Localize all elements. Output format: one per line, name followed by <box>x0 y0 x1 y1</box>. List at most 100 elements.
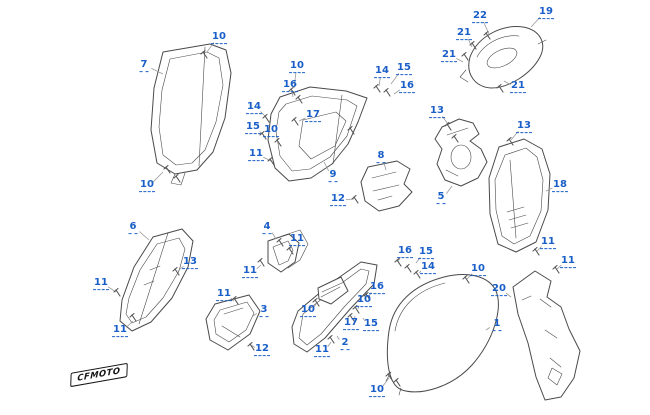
part-callout-11[interactable]: 11 <box>216 288 232 301</box>
leader-line <box>510 130 519 141</box>
fastener-screw-icon <box>444 121 452 131</box>
fastener-screw-icon <box>404 263 412 273</box>
part-callout-11[interactable]: 11 <box>93 277 109 290</box>
part-callout-13[interactable]: 13 <box>516 120 532 133</box>
part-callout-12[interactable]: 12 <box>254 343 270 356</box>
part-callout-11[interactable]: 11 <box>112 324 128 337</box>
part-callout-18[interactable]: 18 <box>552 179 568 192</box>
fastener-screw-icon <box>295 94 303 104</box>
part-callout-10[interactable]: 10 <box>356 294 372 307</box>
part-callout-16[interactable]: 16 <box>282 79 298 92</box>
part-callout-13[interactable]: 13 <box>182 256 198 269</box>
fastener-screw-icon <box>291 116 299 126</box>
part-callout-15[interactable]: 15 <box>245 121 261 134</box>
part-5-drawing <box>434 118 488 187</box>
part-callout-11[interactable]: 11 <box>540 236 556 249</box>
fastener-screw-icon <box>276 237 284 247</box>
part-callout-6[interactable]: 6 <box>128 221 138 234</box>
part-callout-17[interactable]: 17 <box>305 109 321 122</box>
fastener-screw-icon <box>451 133 459 143</box>
fastener-screw-icon <box>200 49 208 59</box>
fastener-screw-icon <box>496 83 504 93</box>
part-callout-3[interactable]: 3 <box>259 304 269 317</box>
leader-line <box>362 317 366 322</box>
part-callout-21[interactable]: 21 <box>510 80 526 93</box>
fastener-screw-icon <box>461 51 469 61</box>
leader-line <box>456 58 464 63</box>
part-callout-10[interactable]: 10 <box>139 179 155 192</box>
leader-line <box>291 91 294 98</box>
part-callout-8[interactable]: 8 <box>376 150 386 163</box>
leader-line <box>446 185 453 194</box>
leader-line <box>336 335 340 340</box>
leader-line <box>382 377 390 387</box>
fastener-screw-icon <box>552 264 560 274</box>
part-callout-10[interactable]: 10 <box>211 31 227 44</box>
part-callout-14[interactable]: 14 <box>420 261 436 274</box>
part-callout-17[interactable]: 17 <box>343 317 359 330</box>
leader-line <box>252 313 257 317</box>
part-callout-16[interactable]: 16 <box>369 281 385 294</box>
part-callout-10[interactable]: 10 <box>470 263 486 276</box>
part-callout-10[interactable]: 10 <box>263 124 279 137</box>
part-1-drawing <box>385 274 499 396</box>
fastener-screw-icon <box>172 266 180 276</box>
fastener-screw-icon <box>327 334 335 344</box>
leader-line <box>536 246 542 252</box>
part-callout-5[interactable]: 5 <box>436 191 446 204</box>
fastener-screw-icon <box>274 137 282 147</box>
part-callout-10[interactable]: 10 <box>289 60 305 73</box>
leader-line <box>418 270 422 274</box>
leader-line <box>545 187 553 192</box>
leader-line <box>313 303 317 308</box>
part-callout-10[interactable]: 10 <box>369 384 385 397</box>
part-callout-11[interactable]: 11 <box>242 265 258 278</box>
fastener-screw-icon <box>231 295 239 305</box>
part-callout-15[interactable]: 15 <box>363 318 379 331</box>
part-20-drawing <box>512 270 581 401</box>
fastener-screw-icon <box>351 194 359 204</box>
part-callout-14[interactable]: 14 <box>374 65 390 78</box>
leader-line <box>505 292 512 298</box>
leader-line <box>271 232 277 240</box>
part-callout-22[interactable]: 22 <box>472 10 488 23</box>
part-callout-16[interactable]: 16 <box>397 245 413 258</box>
part-callout-1[interactable]: 1 <box>492 318 502 331</box>
part-callout-20[interactable]: 20 <box>491 283 507 296</box>
part-callout-21[interactable]: 21 <box>456 27 472 40</box>
fastener-screw-icon <box>312 297 320 307</box>
part-callout-15[interactable]: 15 <box>418 246 434 259</box>
part-callout-12[interactable]: 12 <box>330 193 346 206</box>
part-callout-21[interactable]: 21 <box>441 49 457 62</box>
part-callout-9[interactable]: 9 <box>328 169 338 182</box>
fastener-screw-icon <box>393 377 401 387</box>
fastener-screw-icon <box>373 83 381 93</box>
part-callout-15[interactable]: 15 <box>396 62 412 75</box>
leader-line <box>256 264 262 270</box>
leader-line <box>327 341 332 347</box>
fastener-screw-icon <box>413 269 421 279</box>
part-callout-4[interactable]: 4 <box>262 221 272 234</box>
part-8-drawing <box>360 160 413 212</box>
fastener-screw-icon <box>352 304 360 314</box>
fastener-screw-icon <box>385 371 393 381</box>
part-callout-14[interactable]: 14 <box>246 101 262 114</box>
fastener-screw-icon <box>262 113 270 123</box>
part-callout-10[interactable]: 10 <box>300 304 316 317</box>
part-callout-16[interactable]: 16 <box>399 80 415 93</box>
fastener-screw-icon <box>483 30 491 40</box>
leader-line <box>206 42 215 53</box>
part-callout-13[interactable]: 13 <box>429 105 445 118</box>
part-callout-11[interactable]: 11 <box>248 148 264 161</box>
part-callout-19[interactable]: 19 <box>538 6 554 19</box>
part-callout-7[interactable]: 7 <box>139 59 149 72</box>
part-3-drawing <box>205 294 261 351</box>
part-2-drawing <box>291 261 378 353</box>
part-callout-11[interactable]: 11 <box>289 233 305 246</box>
leader-line <box>503 80 511 85</box>
part-callout-11[interactable]: 11 <box>560 255 576 268</box>
part-callout-11[interactable]: 11 <box>314 344 330 357</box>
part-callout-2[interactable]: 2 <box>340 337 350 350</box>
fastener-screw-icon <box>113 287 121 297</box>
leader-line <box>126 320 134 328</box>
